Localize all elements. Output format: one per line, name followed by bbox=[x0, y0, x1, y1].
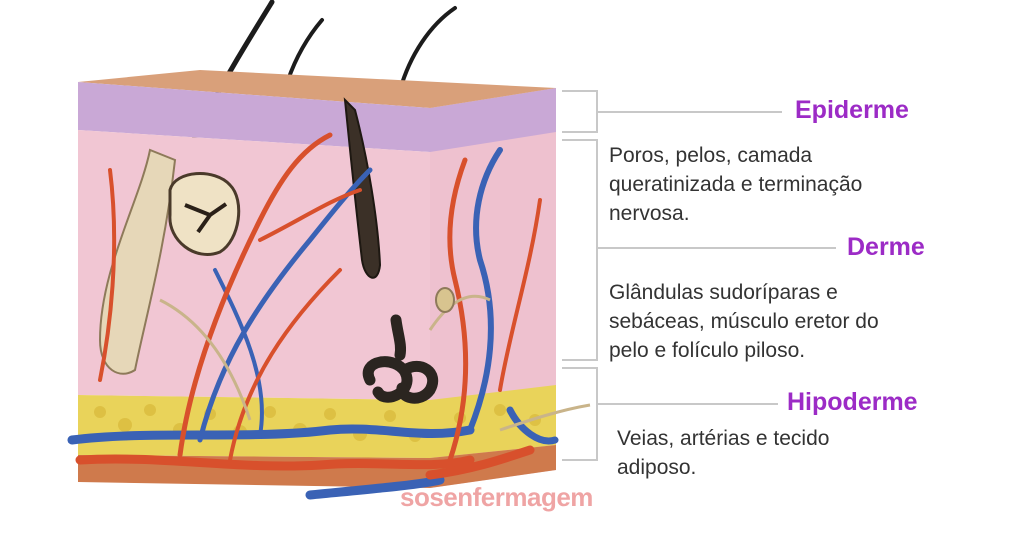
description-line: queratinizada e terminação bbox=[609, 173, 863, 196]
description-line: nervosa. bbox=[609, 202, 690, 225]
description-line: sebáceas, músculo eretor do bbox=[609, 310, 879, 333]
hair bbox=[398, 6, 457, 92]
nerve-corpuscle bbox=[435, 287, 455, 313]
nerves bbox=[159, 294, 591, 432]
label-hipoderme: Hipoderme bbox=[787, 388, 918, 416]
brackets bbox=[562, 90, 836, 461]
description-line: Glândulas sudoríparas e bbox=[609, 281, 838, 304]
gland-duct bbox=[184, 202, 228, 234]
sweat-gland-coil bbox=[362, 314, 438, 404]
watermark: sosenfermagem bbox=[400, 482, 593, 512]
description-line: pelo e folículo piloso. bbox=[609, 339, 806, 362]
epidermis-layer bbox=[78, 82, 430, 152]
description-line: adiposo. bbox=[617, 456, 697, 479]
hypodermis-fat-layer bbox=[78, 395, 430, 458]
label-epiderme: Epiderme bbox=[795, 96, 909, 124]
arteries bbox=[75, 132, 542, 480]
description-derme: Glândulas sudoríparas e sebáceas, múscul… bbox=[609, 278, 879, 365]
veins bbox=[67, 147, 559, 500]
hair bbox=[286, 18, 324, 82]
description-epiderme: Poros, pelos, camada queratinizada e ter… bbox=[609, 141, 862, 228]
skin-surface bbox=[78, 70, 556, 108]
description-line: Poros, pelos, camada bbox=[609, 144, 813, 167]
description-hipoderme: Veias, artérias e tecido adiposo. bbox=[617, 424, 829, 482]
hair-follicle bbox=[98, 148, 177, 375]
description-line: Veias, artérias e tecido bbox=[617, 427, 830, 450]
skin-block-side bbox=[430, 88, 556, 488]
label-derme: Derme bbox=[847, 233, 925, 261]
